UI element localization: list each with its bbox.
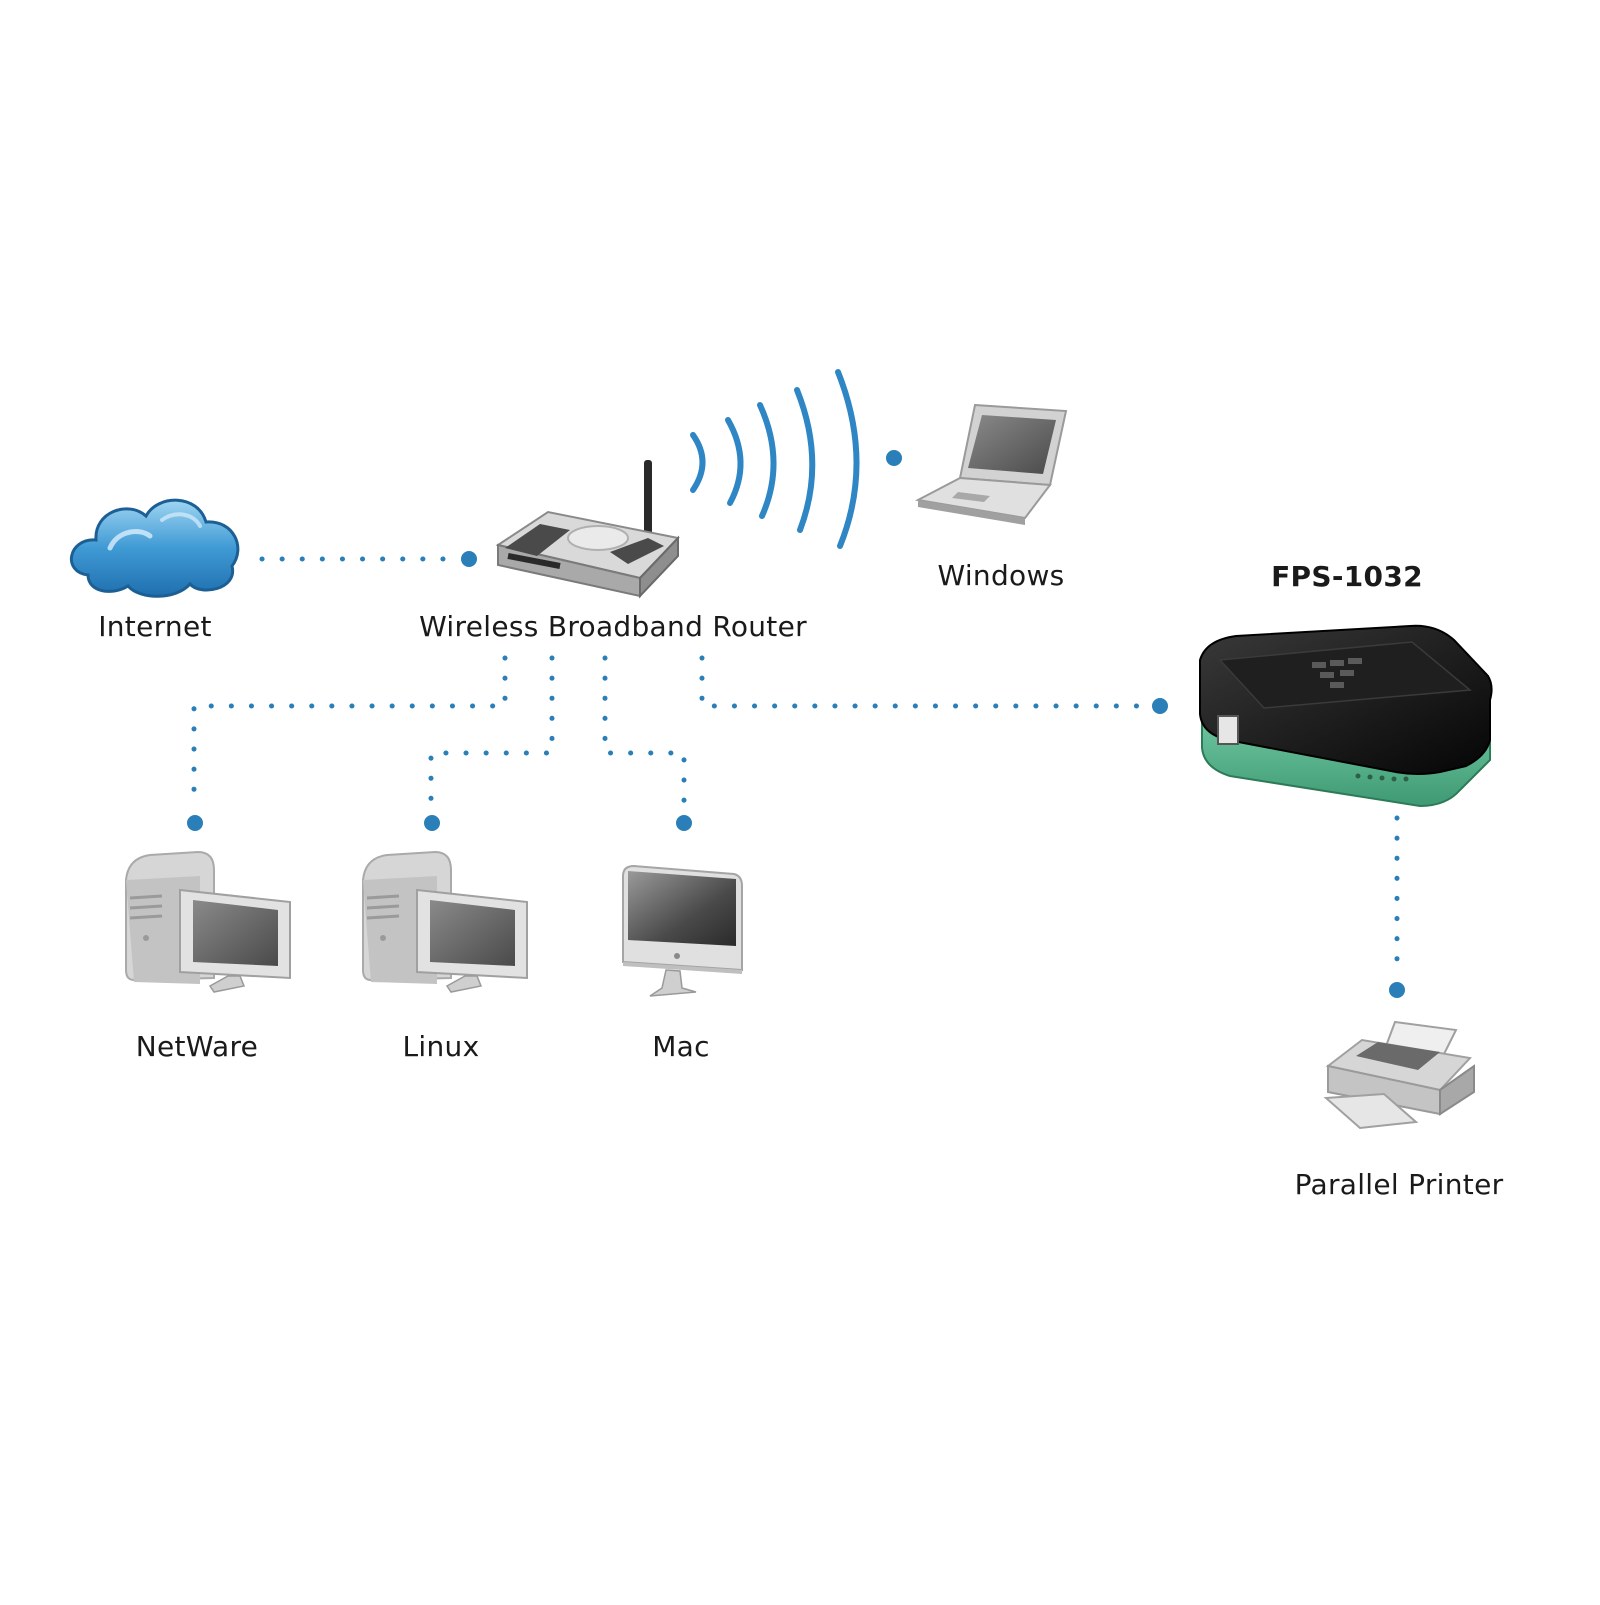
print-server-icon [1199,624,1493,808]
printer-label: Parallel Printer [1294,1168,1504,1201]
laptop-icon [914,403,1068,525]
windows-label: Windows [937,559,1065,592]
desktop-pc-icon [362,850,528,993]
linux-label: Linux [402,1030,480,1063]
link-router-mac [602,655,687,809]
link-router-netware [191,655,508,809]
internet-label: Internet [98,610,212,643]
router-icon [495,460,680,599]
imac-icon [622,864,743,997]
wifi-signal-icon [690,369,860,549]
endpoint-dot [424,815,440,831]
router-label: Wireless Broadband Router [419,610,807,643]
mac-label: Mac [652,1030,710,1063]
endpoint-dot [461,551,477,567]
desktop-pc-icon [125,850,291,993]
endpoint-dot [1389,982,1405,998]
connection-lines [191,556,1400,975]
link-router-printserver [699,655,1145,709]
link-router-linux [428,655,555,809]
printer-icon [1323,1020,1475,1130]
endpoint-dot [1152,698,1168,714]
endpoint-dot [676,815,692,831]
cloud-icon [70,498,240,598]
connection-endpoints [187,450,1405,998]
print-server-label: FPS-1032 [1271,560,1423,593]
netware-label: NetWare [135,1030,259,1063]
endpoint-dot [187,815,203,831]
endpoint-dot [886,450,902,466]
